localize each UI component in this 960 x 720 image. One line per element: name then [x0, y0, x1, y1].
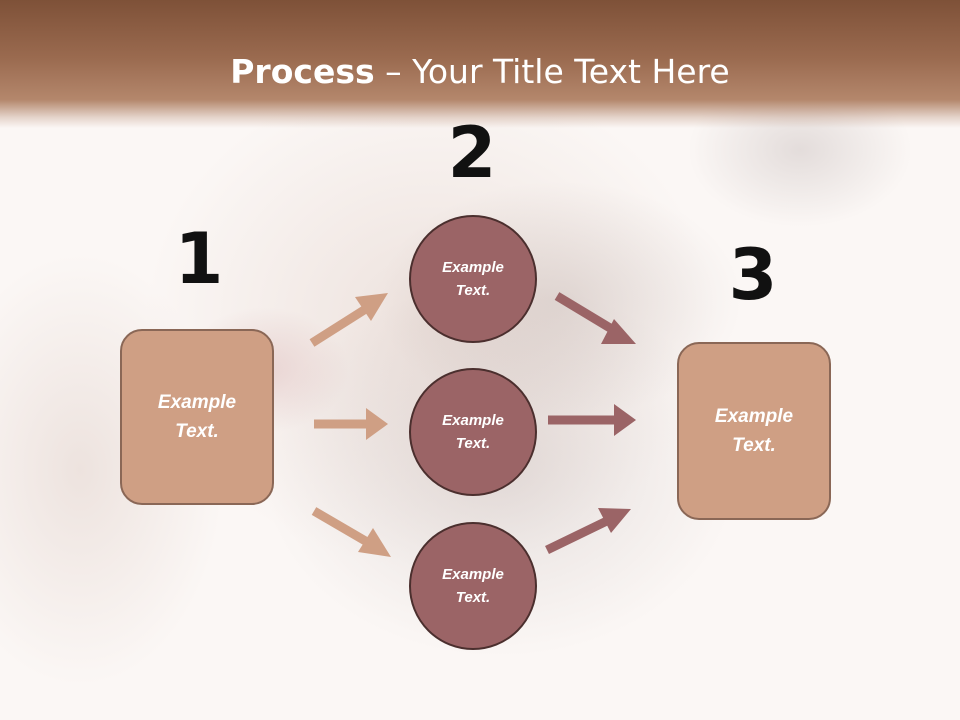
title-bold: Process — [230, 52, 375, 91]
arrow-to-top-circle — [309, 293, 388, 347]
step-number-1: 1 — [174, 218, 224, 300]
left-step-box-text: Example Text. — [157, 392, 237, 442]
bottom-circle: Example Text. — [409, 522, 537, 650]
arrow-to-middle-circle — [314, 408, 388, 440]
arrow-from-top-circle — [554, 292, 636, 344]
step-number-2: 2 — [447, 112, 497, 194]
slide-title: Process – Your Title Text Here — [0, 52, 960, 91]
arrow-from-bottom-circle — [545, 508, 631, 555]
top-circle: Example Text. — [409, 215, 537, 343]
arrow-to-bottom-circle — [311, 507, 391, 557]
arrow-from-middle-circle — [548, 404, 636, 436]
middle-circle-text: Example Text. — [442, 412, 504, 452]
right-step-box-text: Example Text. — [714, 406, 794, 456]
right-step-box: Example Text. — [677, 342, 831, 520]
middle-circle: Example Text. — [409, 368, 537, 496]
top-circle-text: Example Text. — [442, 259, 504, 299]
title-bar — [0, 0, 960, 128]
left-step-box: Example Text. — [120, 329, 274, 505]
step-number-3: 3 — [728, 234, 778, 316]
bottom-circle-text: Example Text. — [442, 566, 504, 606]
title-rest: – Your Title Text Here — [374, 52, 730, 91]
